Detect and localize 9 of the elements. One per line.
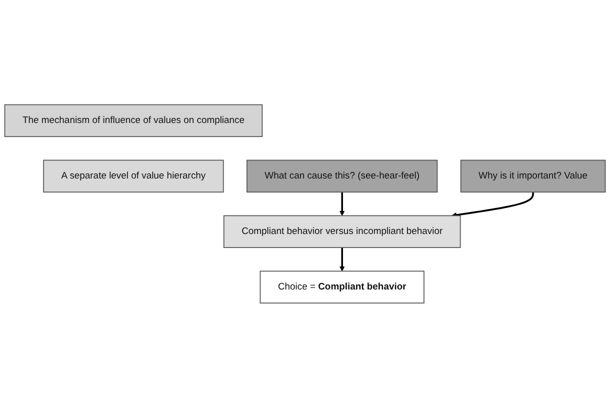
node-box: Compliant behavior versus incompliant behavior xyxy=(223,215,461,248)
node-box: A separate level of value hierarchy xyxy=(43,160,224,193)
arrow xyxy=(340,192,345,216)
arrow xyxy=(340,248,345,272)
node-box: The mechanism of influence of values on compliance xyxy=(4,104,263,138)
node-box: Choice = Compliant behavior xyxy=(260,270,424,304)
arrow xyxy=(452,192,534,218)
node-box: Why is it important? Value xyxy=(460,160,606,193)
node-box: What can cause this? (see-hear-feel) xyxy=(246,160,438,193)
